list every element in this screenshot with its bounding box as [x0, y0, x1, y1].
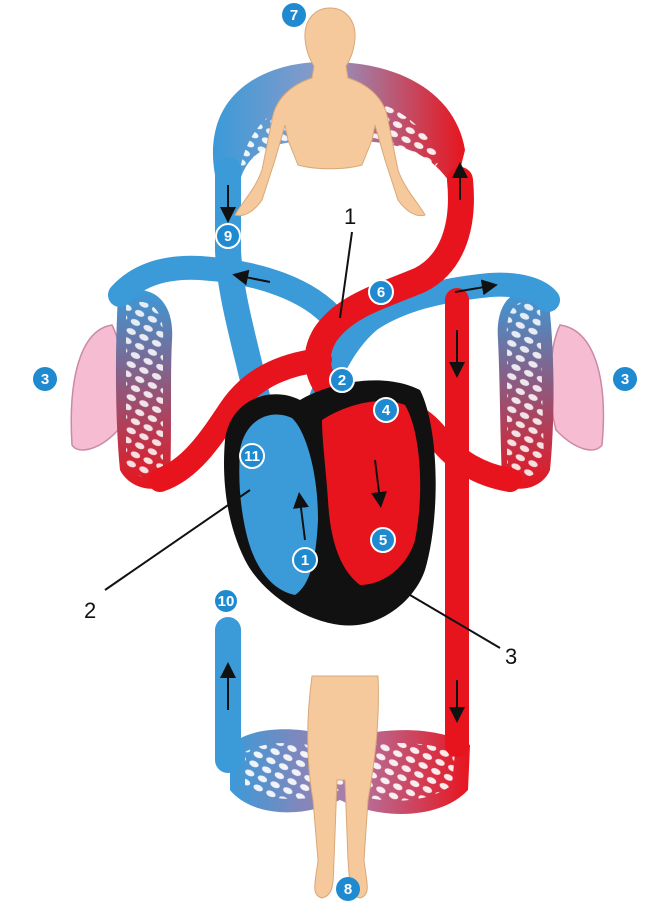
badge-3-right: 3 [613, 367, 637, 391]
badge-3-left: 3 [33, 367, 57, 391]
badge-6: 6 [368, 279, 394, 305]
svg-text:7: 7 [290, 7, 298, 24]
badge-1: 1 [292, 547, 318, 573]
callout-label-3: 3 [505, 644, 517, 669]
badge-10: 10 [213, 588, 239, 614]
lower-body-figure [307, 675, 379, 899]
callout-lines [104, 231, 501, 649]
svg-text:4: 4 [382, 402, 391, 419]
badge-5: 5 [370, 527, 396, 553]
svg-text:3: 3 [621, 371, 629, 388]
svg-text:1: 1 [301, 552, 309, 569]
badge-8: 8 [336, 877, 360, 901]
svg-text:11: 11 [244, 448, 260, 465]
badge-4: 4 [373, 397, 399, 423]
svg-text:3: 3 [41, 371, 49, 388]
svg-text:2: 2 [338, 372, 346, 389]
right-lung [549, 324, 605, 451]
svg-text:10: 10 [218, 593, 235, 610]
left-pulmonary-capillaries [115, 290, 173, 489]
callout-label-2: 2 [84, 598, 96, 623]
flow-arrows [220, 162, 498, 723]
badge-11: 11 [239, 443, 265, 469]
svg-text:6: 6 [377, 284, 385, 301]
badge-2: 2 [329, 367, 355, 393]
upper-body-figure [234, 7, 426, 217]
callout-label-1: 1 [344, 204, 356, 229]
heart [224, 380, 436, 626]
svg-text:5: 5 [379, 532, 387, 549]
svg-text:9: 9 [224, 228, 232, 245]
badge-9: 9 [215, 223, 241, 249]
left-lung [70, 324, 124, 451]
badge-7: 7 [282, 3, 306, 27]
svg-text:8: 8 [344, 881, 352, 898]
right-pulmonary-capillaries [497, 290, 554, 489]
